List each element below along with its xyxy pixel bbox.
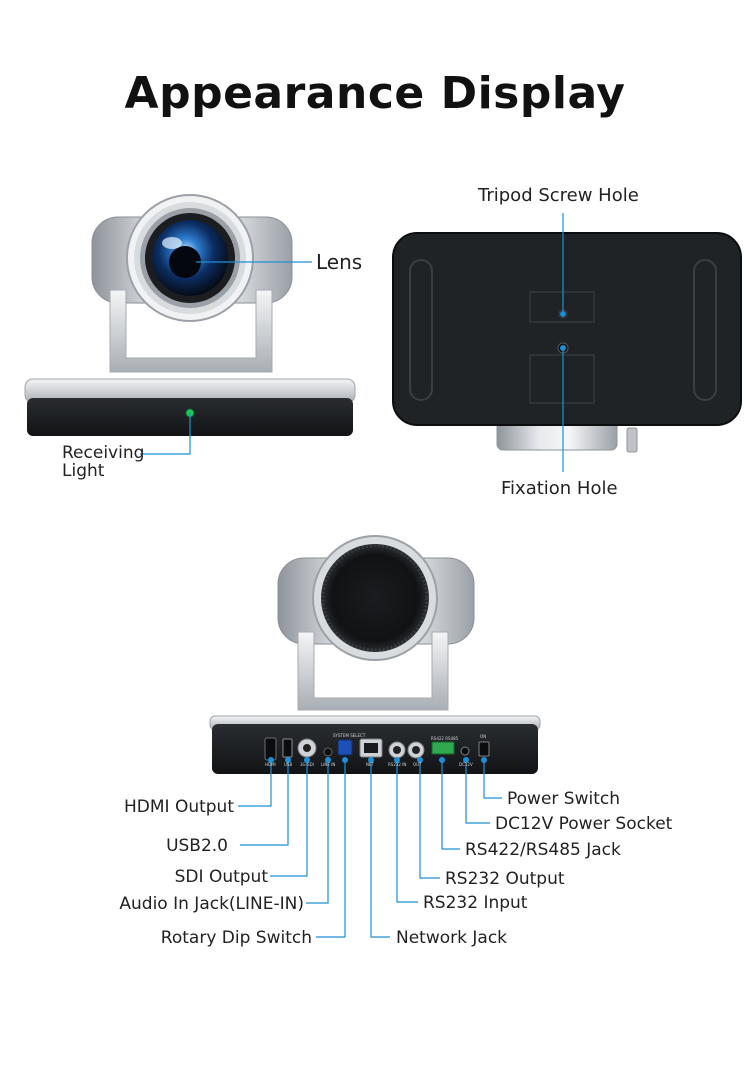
label-power-switch: Power Switch (507, 789, 621, 809)
silk-rs422: RS422 RS485 (431, 736, 459, 741)
silk-dc12v: DC12V (459, 762, 473, 767)
silk-system-select: SYSTEM SELECT (333, 733, 366, 738)
label-usb2: USB2.0 (166, 836, 228, 856)
silk-usb: USB (284, 762, 292, 767)
label-audio-in-jack: Audio In Jack(LINE-IN) (119, 894, 304, 914)
label-rotary-dip-switch: Rotary Dip Switch (160, 928, 312, 948)
bottom-view-camera (392, 232, 742, 453)
label-hdmi-output: HDMI Output (123, 797, 234, 817)
label-rs232-input: RS232 Input (423, 893, 528, 913)
silk-rs232-in: RS232 IN (388, 762, 406, 767)
label-rs232-output: RS232 Output (445, 869, 565, 889)
label-tripod-screw-hole: Tripod Screw Hole (478, 185, 639, 206)
silk-line-in: LINE IN (321, 762, 335, 767)
label-receiving-light-1: Receiving (62, 443, 145, 463)
label-fixation-hole: Fixation Hole (501, 478, 618, 499)
label-network-jack: Network Jack (396, 928, 508, 948)
label-rs422-rs485-jack: RS422/RS485 Jack (465, 840, 621, 860)
front-camera (24, 194, 356, 436)
silk-hdmi: HDMI (265, 762, 276, 767)
label-sdi-output: SDI Output (174, 867, 268, 887)
page-title: Appearance Display (124, 68, 626, 119)
label-receiving-light-2: Light (62, 461, 105, 481)
label-dc12v-power-socket: DC12V Power Socket (495, 814, 673, 834)
callout-lines (140, 213, 564, 938)
silk-net: NET (366, 762, 375, 767)
callout-dots (268, 311, 566, 763)
silk-on: ON (480, 734, 486, 739)
silk-sdi: 3G-SDI (300, 762, 314, 767)
label-lens: Lens (316, 250, 363, 274)
rear-camera (209, 535, 541, 774)
silk-out: OUT (413, 762, 422, 767)
